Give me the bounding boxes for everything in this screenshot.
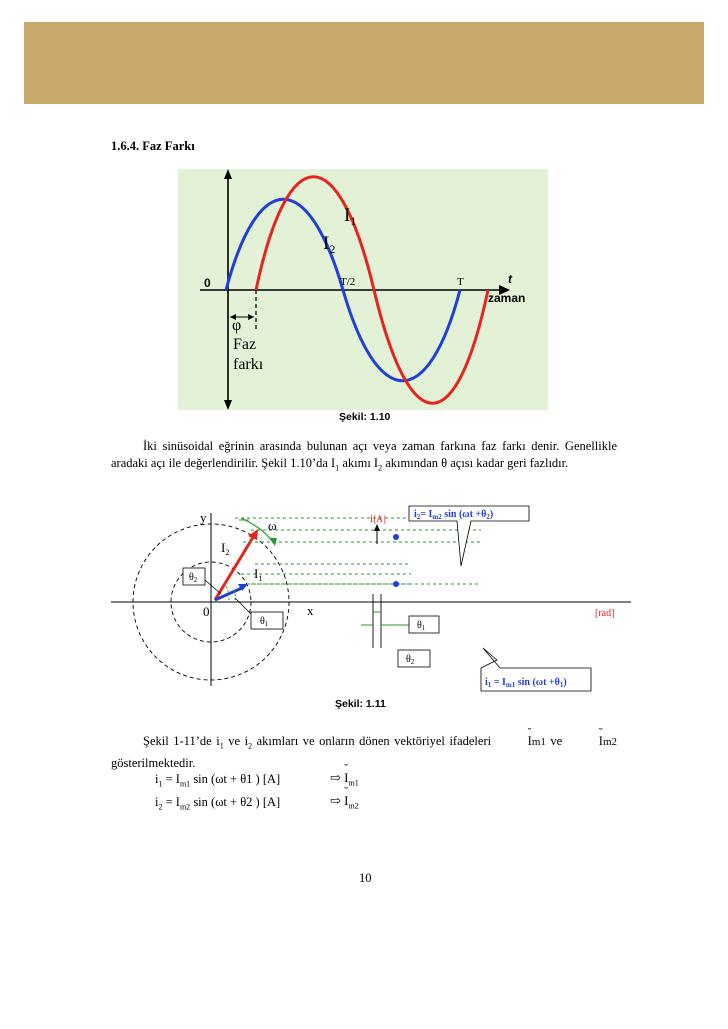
time-axis-arrow-icon bbox=[499, 285, 510, 295]
i-axis-arrow-icon bbox=[374, 524, 380, 531]
vec-i2-label: I2 bbox=[221, 540, 229, 557]
time-axis-label: zaman bbox=[488, 291, 525, 305]
formula-i1: i1 = Im1 sin (ωt + θ1 ) [A] bbox=[155, 772, 281, 789]
half-period-label: T/2 bbox=[340, 276, 355, 288]
current-i2-curve bbox=[224, 197, 462, 383]
outer-circle bbox=[132, 523, 290, 681]
i1-label: I1 bbox=[344, 205, 356, 228]
phasor-i1 bbox=[214, 585, 245, 602]
vec-i1-label: I1 bbox=[254, 566, 262, 583]
callout-i1-box bbox=[480, 647, 592, 692]
figure2-caption: Şekil: 1.11 bbox=[335, 698, 386, 710]
x-label: x bbox=[307, 603, 314, 618]
theta2-box-label: θ2 bbox=[406, 654, 415, 666]
theta1-label: θ1 bbox=[260, 616, 269, 628]
vector-im2: Im2 bbox=[567, 724, 617, 751]
paragraph-phase-definition: İki sinüsoidal eğrinin arasında bulunan … bbox=[111, 439, 617, 472]
figure1-caption: Şekil: 1.10 bbox=[339, 411, 391, 423]
callout-i2-text: i2= Im2 sin (ωt +θ2) bbox=[414, 509, 493, 521]
theta1-leader bbox=[234, 597, 252, 615]
period-label: T bbox=[457, 276, 464, 288]
fark-label: farkı bbox=[233, 356, 264, 373]
phase-arrow-left-icon bbox=[230, 314, 236, 320]
formula-i2-vector: ⇨ Im2 bbox=[330, 784, 359, 810]
vector-im1: Im1 bbox=[496, 724, 546, 751]
i2-label: I2 bbox=[323, 233, 335, 256]
i-axis-label: i[A] bbox=[370, 511, 386, 525]
implies-arrow-icon: ⇨ bbox=[330, 793, 341, 808]
point-i2 bbox=[393, 534, 399, 540]
implies-arrow-icon: ⇨ bbox=[330, 770, 341, 785]
theta2-label: θ2 bbox=[189, 572, 198, 584]
section-title: 1.6.4. Faz Farkı bbox=[111, 139, 195, 153]
formula-i1-vector: ⇨ Im1 bbox=[330, 761, 359, 787]
rad-label: [rad] bbox=[595, 608, 614, 619]
page-number: 10 bbox=[359, 871, 372, 885]
vector-im2-formula: Im2 bbox=[344, 784, 359, 810]
t-label: t bbox=[508, 272, 513, 286]
origin-label: 0 bbox=[204, 276, 211, 290]
header-band bbox=[24, 22, 704, 104]
formula-i2: i2 = Im2 sin (ωt + θ2 ) [A] bbox=[155, 795, 281, 812]
origin-label-2: 0 bbox=[203, 604, 210, 619]
inner-circle bbox=[170, 561, 252, 643]
vector-im1-formula: Im1 bbox=[344, 761, 359, 787]
point-i1 bbox=[393, 581, 399, 587]
paragraph-phasor-description: Şekil 1-11’de i1 ve i2 akımları ve onlar… bbox=[111, 724, 617, 772]
y-axis-arrow-icon bbox=[224, 169, 232, 179]
theta2-box bbox=[182, 567, 206, 586]
theta2-leader bbox=[204, 579, 222, 595]
y-label: y bbox=[200, 510, 207, 525]
y-axis-arrow-down-icon bbox=[224, 400, 232, 410]
theta2-arc bbox=[222, 581, 230, 601]
phasor-i1-arrow-icon bbox=[238, 584, 248, 591]
phase-arrow-right-icon bbox=[248, 314, 254, 320]
figure-phasor-diagram: y x 0 ω I2 I1 θ2 θ1 i[A] [rad] θ1 θ2 i2=… bbox=[111, 505, 631, 692]
current-i1-curve bbox=[254, 175, 490, 405]
omega-label: ω bbox=[268, 518, 277, 533]
figure-phase-difference: 0 I1 I2 T/2 T t zaman φ Faz farkı bbox=[178, 169, 548, 410]
callout-i1-text: i1 = Im1 sin (ωt +θ1) bbox=[485, 677, 567, 689]
theta1-box-left bbox=[250, 611, 284, 630]
faz-label: Faz bbox=[233, 336, 256, 353]
theta2-box-right bbox=[397, 649, 431, 668]
phasor-i2 bbox=[213, 533, 257, 601]
theta1-arc bbox=[232, 587, 236, 601]
theta1-box-right bbox=[408, 615, 440, 634]
theta1-box-label: θ1 bbox=[417, 620, 426, 632]
phi-label: φ bbox=[232, 317, 241, 334]
phasor-i2-arrow-icon bbox=[248, 529, 258, 540]
callout-i2-box bbox=[408, 505, 530, 567]
